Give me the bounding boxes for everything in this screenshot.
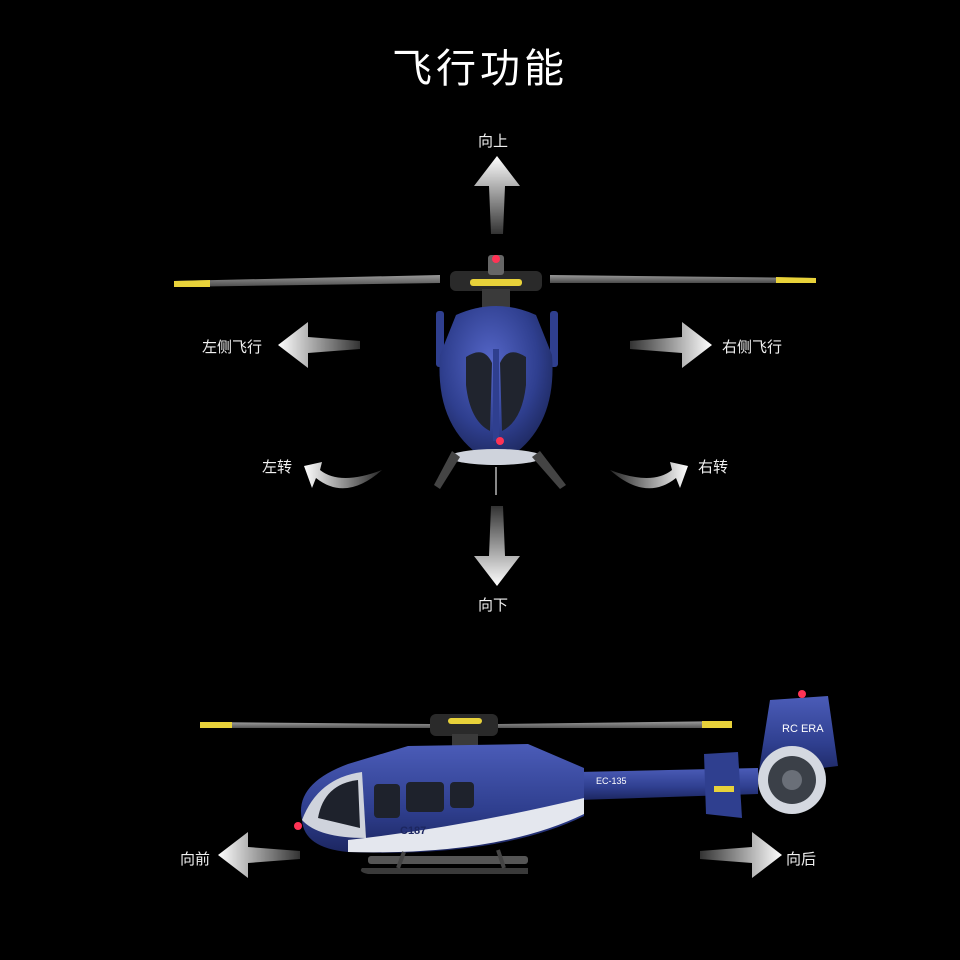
label-right-side: 右侧飞行 [722,338,783,356]
label-forward: 向前 [180,850,211,868]
arrow-up-icon [474,156,520,234]
page-title: 飞行功能 [392,46,568,92]
tail-code-text: EC-135 [596,776,627,786]
turn-right-icon [610,462,688,489]
arrow-backward-icon [700,832,782,878]
label-turn-left: 左转 [262,458,293,476]
label-up: 向上 [478,132,509,150]
helicopter-side-view: EC-135 RC ERA C187 [200,690,838,874]
arrow-right-icon [630,322,712,368]
arrow-down-icon [474,506,520,586]
label-turn-right: 右转 [698,458,729,476]
model-text: C187 [400,825,426,837]
label-left-side: 左侧飞行 [202,338,263,356]
brand-text: RC ERA [782,723,824,735]
label-backward: 向后 [786,850,817,868]
label-down: 向下 [478,596,509,614]
arrow-forward-icon [218,832,300,878]
turn-left-icon [304,462,382,489]
helicopter-front-view [174,255,816,495]
arrow-left-icon [278,322,360,368]
